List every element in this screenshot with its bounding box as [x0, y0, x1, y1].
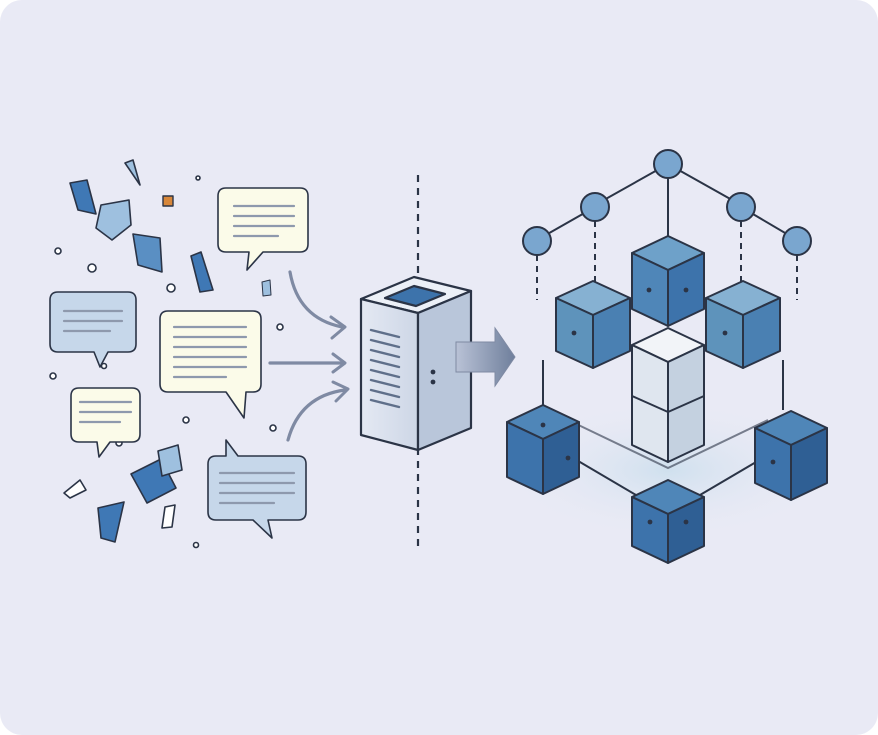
cube-icon: [555, 280, 631, 369]
cube-icon: [705, 280, 781, 369]
arrow-icon: [286, 388, 347, 442]
scattered-shard-icon: [97, 501, 125, 543]
network-dashed-connections: [536, 178, 798, 300]
chat-bubble-icon: [49, 291, 137, 368]
cube-icon: [631, 327, 705, 463]
network-node-icon: [522, 226, 552, 256]
scattered-dot-icon: [276, 323, 284, 331]
cube-icon: [631, 235, 705, 327]
server-led: [430, 379, 436, 385]
scattered-dot-icon: [87, 263, 97, 273]
scattered-shard-icon: [132, 233, 163, 273]
scattered-shard-icon: [157, 444, 183, 477]
scattered-dot-icon: [54, 247, 62, 255]
output-arrow-icon: [455, 326, 516, 388]
scattered-shard-icon: [124, 159, 141, 186]
chat-bubble-icon: [159, 310, 262, 419]
scattered-dot-icon: [192, 541, 200, 549]
chat-bubble-icon: [207, 439, 307, 539]
arrow-icon: [329, 315, 347, 340]
accent-square-icon: [162, 195, 174, 207]
server-top-screen: [383, 284, 447, 308]
floor-glow: [498, 400, 838, 540]
scattered-dot-icon: [100, 362, 108, 370]
arrow-icon: [331, 380, 350, 403]
scattered-dot-icon: [182, 416, 190, 424]
arrow-icon: [331, 352, 347, 374]
cube-icon: [506, 404, 580, 495]
cube-connector-dots: [540, 287, 776, 525]
scattered-shard-icon: [63, 479, 87, 499]
arrow-icon: [288, 270, 344, 329]
chat-bubble-icon: [217, 187, 309, 271]
scattered-shard-icon: [95, 199, 132, 241]
scattered-shard-icon: [161, 504, 176, 529]
network-node-icon: [653, 149, 683, 179]
server-led: [430, 369, 436, 375]
server-vents: [369, 328, 401, 409]
server-icon: [359, 275, 473, 452]
network-node-icon: [782, 226, 812, 256]
scattered-dot-icon: [195, 175, 201, 181]
scattered-shard-icon: [69, 179, 97, 215]
input-arrows: [268, 270, 350, 442]
scattered-data-group: [49, 159, 309, 549]
network-node-icon: [580, 192, 610, 222]
scattered-shard-icon: [190, 251, 214, 293]
cube-icon: [754, 410, 828, 501]
server-side: [416, 289, 473, 452]
network-nodes: [522, 149, 812, 256]
network-node-icon: [726, 192, 756, 222]
scattered-dot-icon: [269, 424, 277, 432]
scattered-dot-icon: [166, 283, 176, 293]
scattered-dot-icon: [49, 372, 57, 380]
cube-icon: [631, 479, 705, 564]
scattered-shard-icon: [261, 279, 272, 297]
chat-bubble-icon: [70, 387, 141, 458]
cubes: [506, 235, 828, 564]
